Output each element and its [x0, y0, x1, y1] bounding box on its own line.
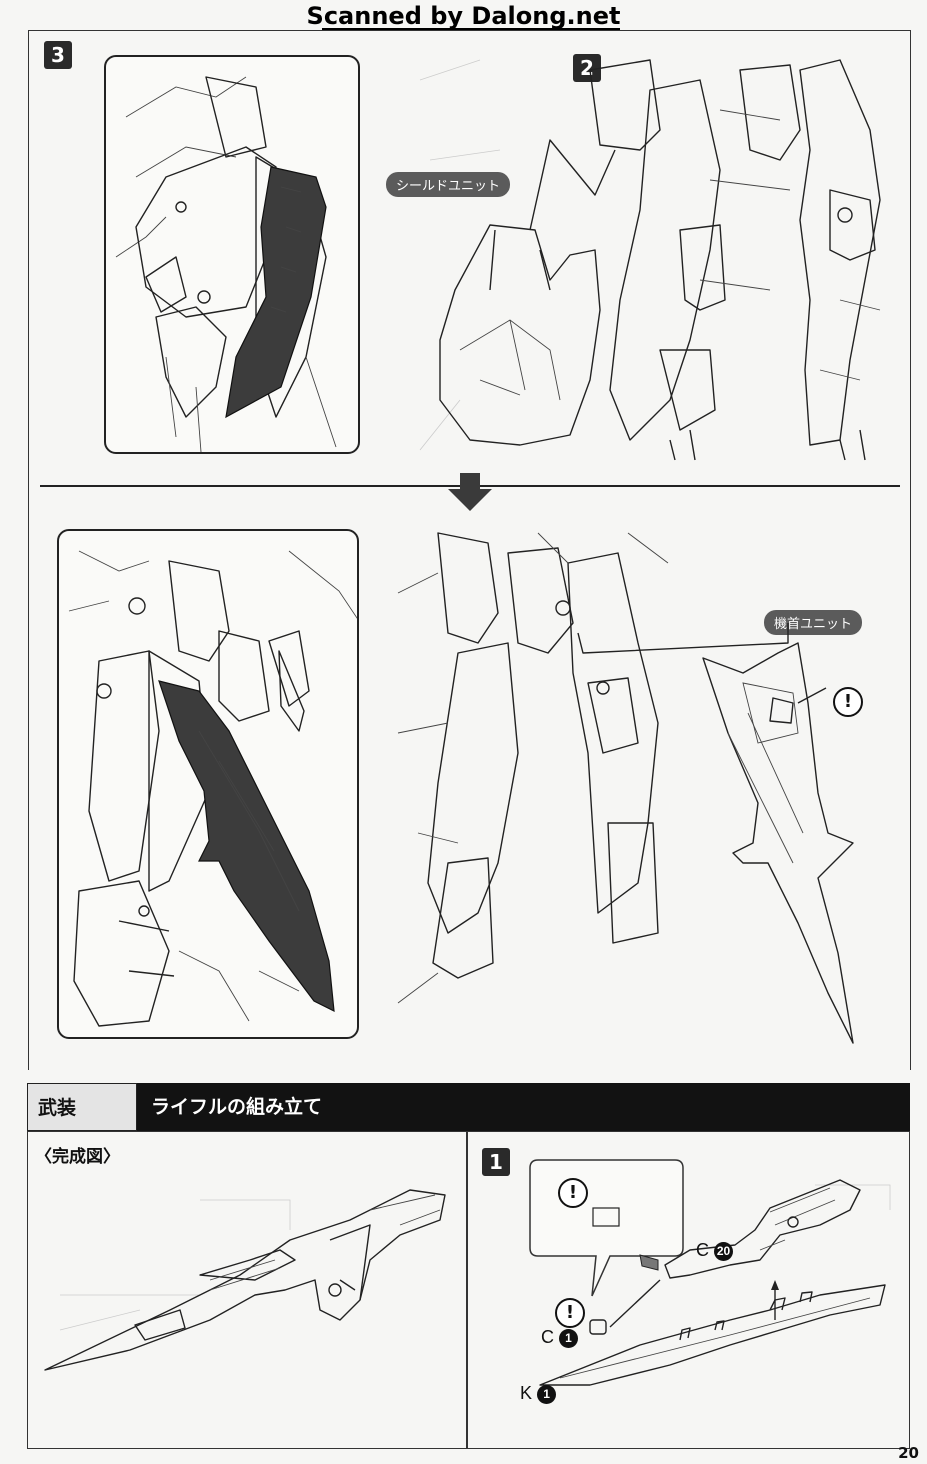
- completed-view-panel: [27, 1131, 467, 1449]
- scan-credit-underline: [322, 28, 620, 30]
- step-badge-rifle-1: 1: [482, 1148, 510, 1176]
- section-category: 武装: [27, 1083, 137, 1131]
- step3-panel: [28, 30, 911, 1070]
- shield-attached-detail-illustration: [68, 550, 357, 1027]
- section-title: ライフルの組み立て: [137, 1083, 910, 1131]
- step2-legs-illustration: [419, 59, 881, 461]
- rifle-step1-panel: [467, 1131, 910, 1449]
- callout-nose-unit: 機首ユニット: [764, 610, 863, 635]
- detail-box-shield-after: [57, 529, 359, 1039]
- step-badge-2: 2: [573, 54, 601, 82]
- scan-credit: Scanned by Dalong.net: [306, 2, 621, 30]
- section-header: 武装 ライフルの組み立て: [27, 1083, 910, 1131]
- completed-rifle-illustration: [44, 1189, 446, 1371]
- part-letter: C: [541, 1327, 554, 1347]
- shield-mount-detail-illustration: [115, 76, 337, 452]
- part-label-c1: C 1: [541, 1327, 579, 1348]
- part-letter: C: [696, 1240, 709, 1260]
- part-number-badge: 1: [559, 1328, 579, 1348]
- step-badge-3: 3: [44, 41, 72, 69]
- rifle-assembly-illustration: [539, 1179, 891, 1386]
- detail-box-shield-before: [104, 55, 360, 454]
- completed-view-label: 〈完成図〉: [35, 1147, 120, 1167]
- page-number: 20: [898, 1444, 919, 1462]
- warning-icon: !: [555, 1298, 585, 1328]
- part-number-badge: 1: [537, 1384, 557, 1404]
- part-number-badge: 20: [714, 1241, 734, 1261]
- warning-icon: !: [833, 687, 863, 717]
- down-arrow-icon: [448, 473, 492, 511]
- warning-icon: !: [558, 1178, 588, 1208]
- part-label-k1: K 1: [520, 1383, 557, 1404]
- part-letter: K: [520, 1383, 533, 1403]
- part-label-c20: C 20: [696, 1240, 734, 1261]
- callout-shield-unit: シールドユニット: [386, 172, 511, 197]
- nose-unit-attach-illustration: [397, 532, 854, 1044]
